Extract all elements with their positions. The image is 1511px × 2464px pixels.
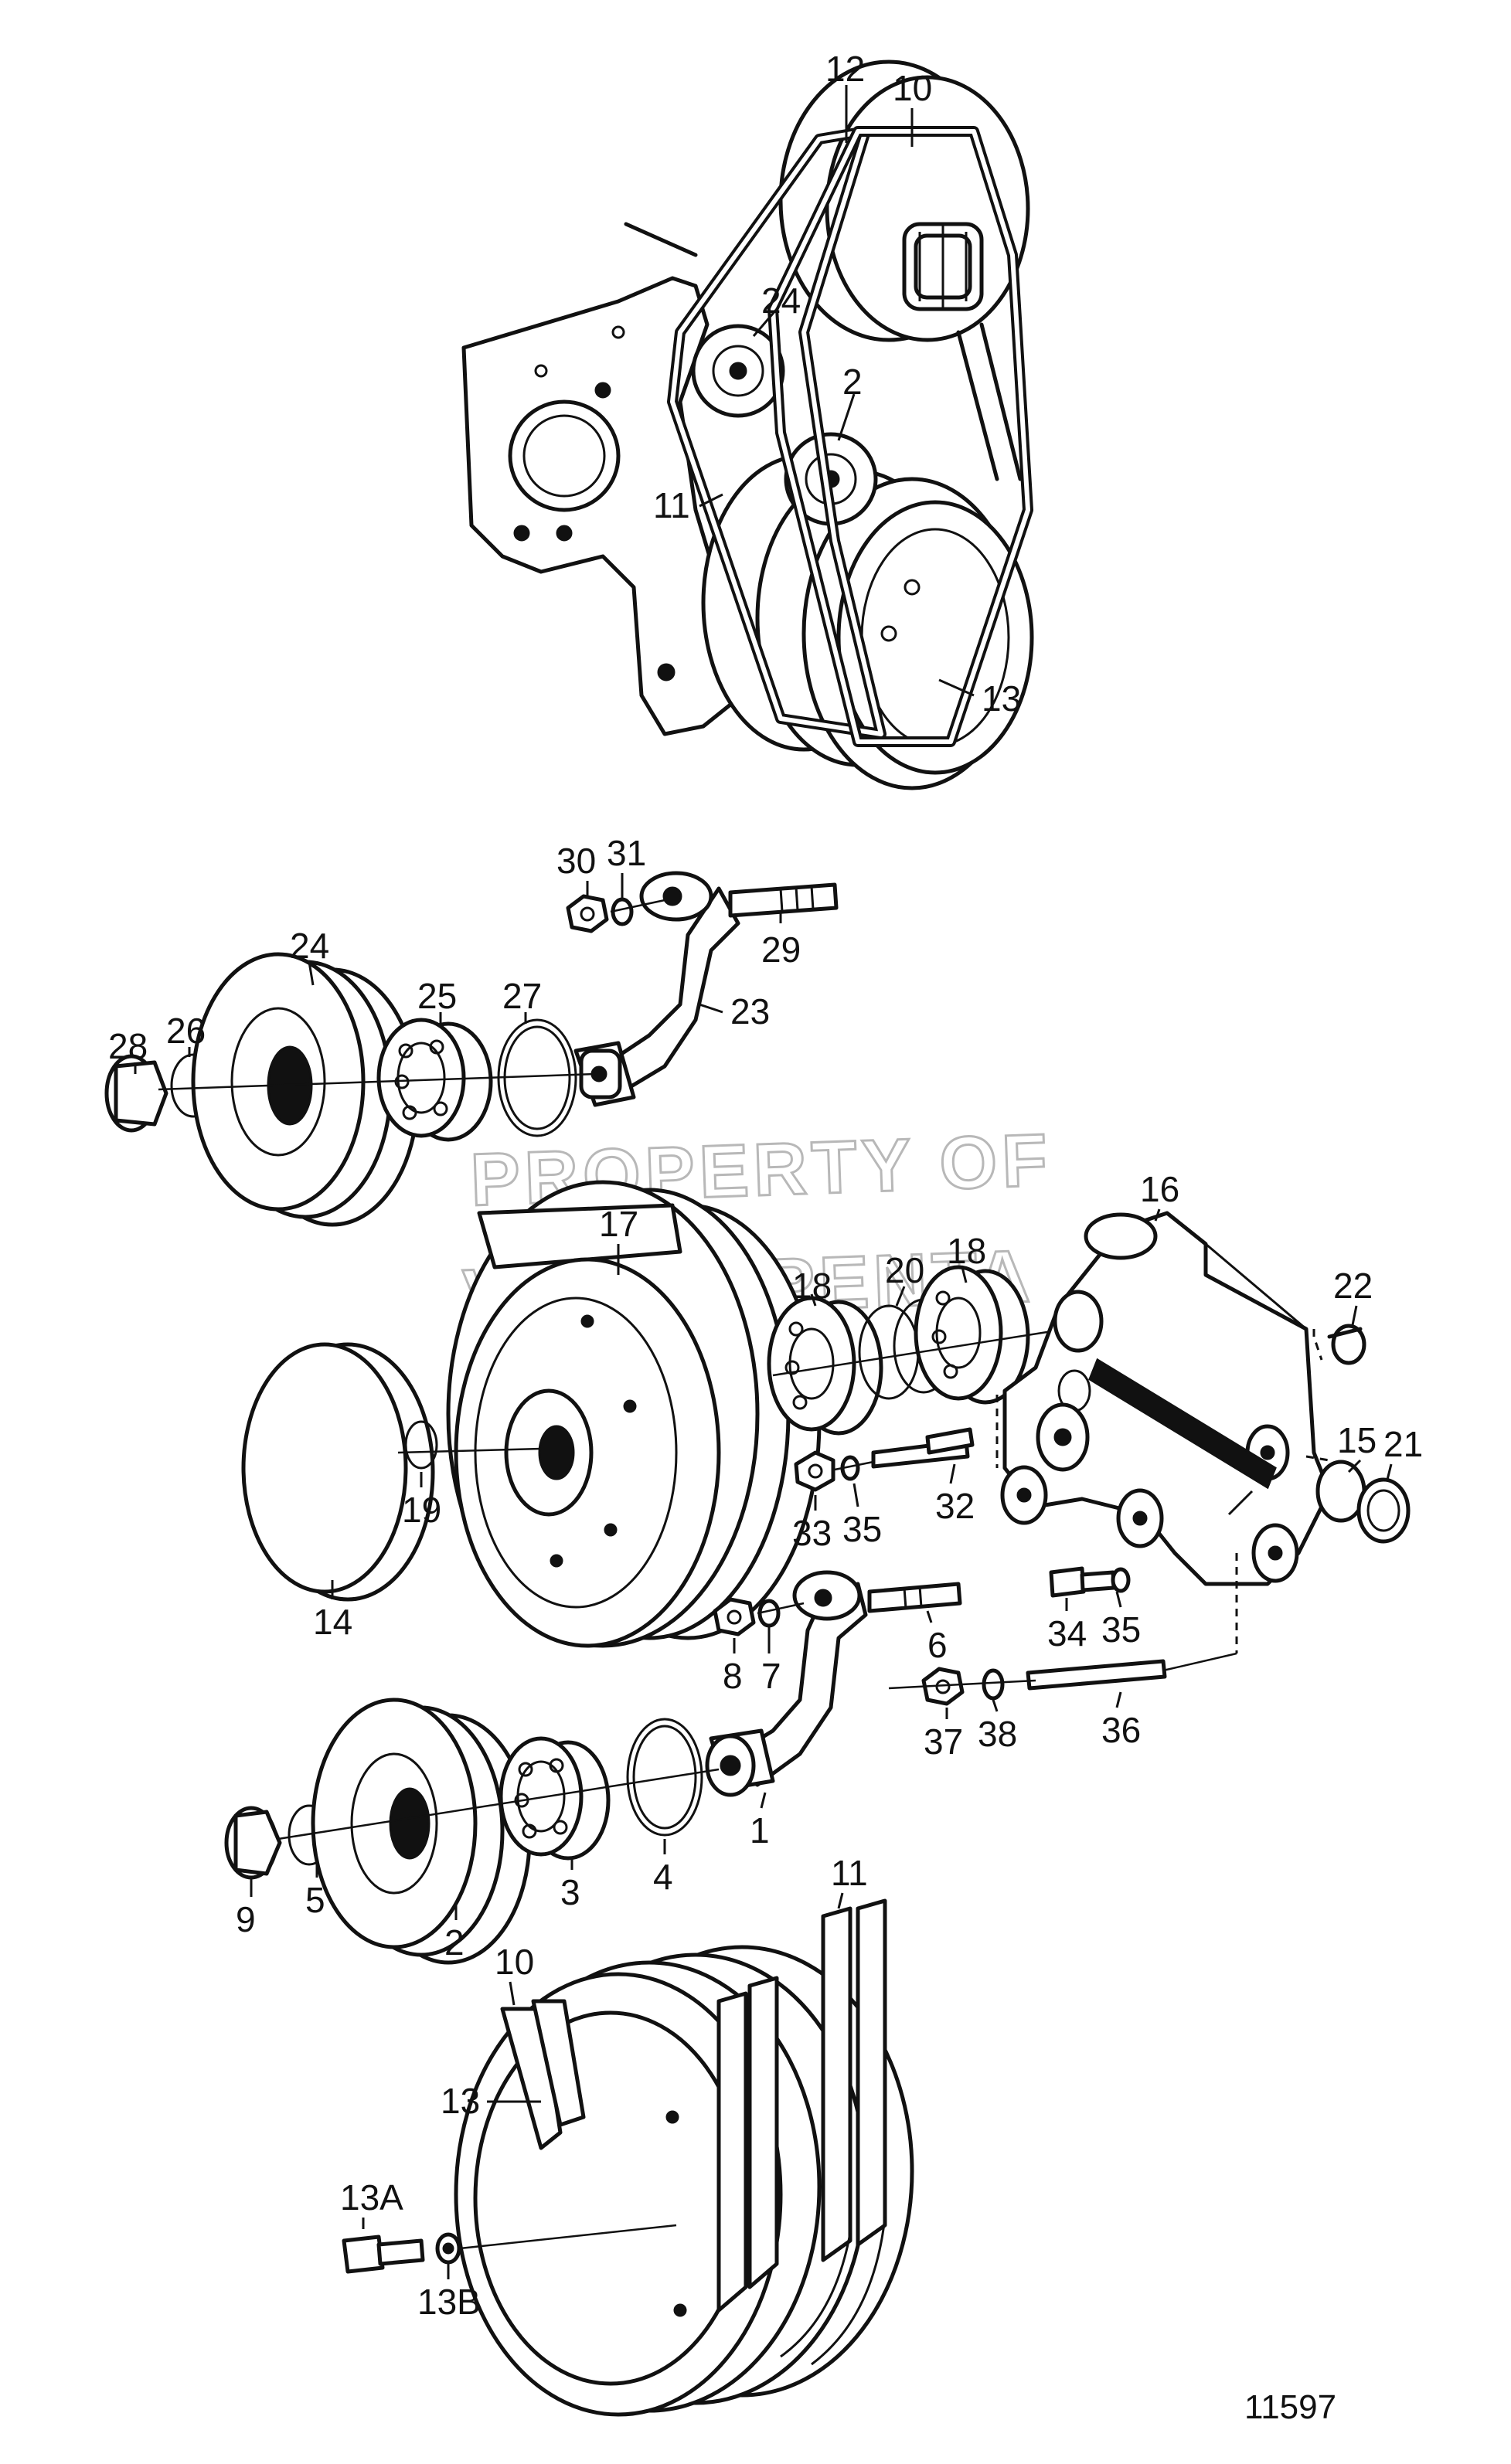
label-27: 27: [502, 976, 542, 1016]
label-20: 20: [885, 1250, 924, 1290]
label-7: 7: [761, 1656, 781, 1696]
label-24: 24: [290, 926, 329, 966]
label-1: 1: [750, 1810, 770, 1851]
label-16: 16: [1140, 1169, 1179, 1209]
circlip-19: [404, 1420, 438, 1470]
label-9: 9: [236, 1899, 256, 1939]
label-8: 8: [723, 1656, 743, 1696]
label-29: 29: [761, 930, 801, 970]
label-28: 28: [108, 1026, 148, 1066]
idler-arm-lower: [705, 1570, 962, 1809]
label-2: 2: [444, 1922, 465, 1963]
label-10-bottom: 10: [495, 1942, 534, 1982]
bolt-group-36: [888, 1652, 1237, 1719]
label-21: 21: [1383, 1424, 1423, 1464]
label-14: 14: [313, 1602, 352, 1642]
label-37: 37: [924, 1721, 963, 1762]
bearing-group-18: [767, 1265, 1067, 1436]
label-31: 31: [607, 833, 646, 873]
label-23: 23: [730, 991, 770, 1031]
bushings-15-21: [1315, 1459, 1411, 1544]
label-34: 34: [1047, 1613, 1087, 1653]
label-5: 5: [305, 1880, 325, 1920]
label-11-top: 11: [653, 485, 690, 525]
drawing-number: 11597: [1244, 2388, 1336, 2426]
label-17: 17: [599, 1204, 638, 1244]
crankshaft-pulley-top: [701, 454, 1034, 790]
drive-belts-top: [667, 126, 1033, 747]
bolt-13a-washer-13b: [342, 2218, 677, 2279]
label-35-right: 35: [1101, 1609, 1141, 1650]
bolt-group-34: [1049, 1566, 1131, 1611]
label-38: 38: [978, 1714, 1017, 1754]
part-labels: 12 10 24 2 11 13 30 31 29 24 25 27 23 28…: [108, 49, 1423, 2322]
label-26: 26: [166, 1011, 206, 1051]
label-13a: 13A: [340, 2177, 403, 2218]
label-32: 32: [935, 1486, 975, 1526]
label-3: 3: [560, 1872, 580, 1912]
main-pulley-17: [446, 1180, 822, 1648]
label-33: 33: [792, 1513, 832, 1553]
label-11-bottom: 11: [831, 1853, 868, 1893]
label-12: 12: [825, 49, 865, 89]
pulley-2-group: [224, 1698, 720, 1965]
label-18-left: 18: [792, 1266, 832, 1306]
label-2-top: 2: [842, 362, 863, 402]
cover-14: [241, 1342, 435, 1602]
label-13-top: 13: [982, 678, 1021, 719]
label-35-left: 35: [842, 1509, 882, 1549]
label-19: 19: [402, 1490, 441, 1530]
bolt-group-32: [794, 1427, 975, 1511]
label-10-top: 10: [893, 68, 932, 108]
idler-arm-upper: [566, 871, 839, 1107]
label-13b: 13B: [417, 2282, 481, 2322]
label-18-right: 18: [947, 1231, 986, 1271]
label-25: 25: [417, 976, 457, 1016]
label-4: 4: [653, 1857, 673, 1897]
label-36: 36: [1101, 1710, 1141, 1750]
idler-pulley-24-top: [691, 324, 785, 418]
label-13-bottom: 13: [441, 2081, 480, 2121]
label-15: 15: [1337, 1420, 1377, 1460]
label-22: 22: [1333, 1266, 1373, 1306]
label-24-top: 24: [761, 280, 801, 321]
pulley-24-group: [104, 952, 596, 1227]
label-6: 6: [927, 1625, 948, 1665]
engine-front-assembly: [461, 59, 1034, 790]
label-30: 30: [556, 841, 596, 881]
bracket-16: [995, 1208, 1366, 1653]
crankshaft-pulley-bottom: [454, 1892, 914, 2417]
